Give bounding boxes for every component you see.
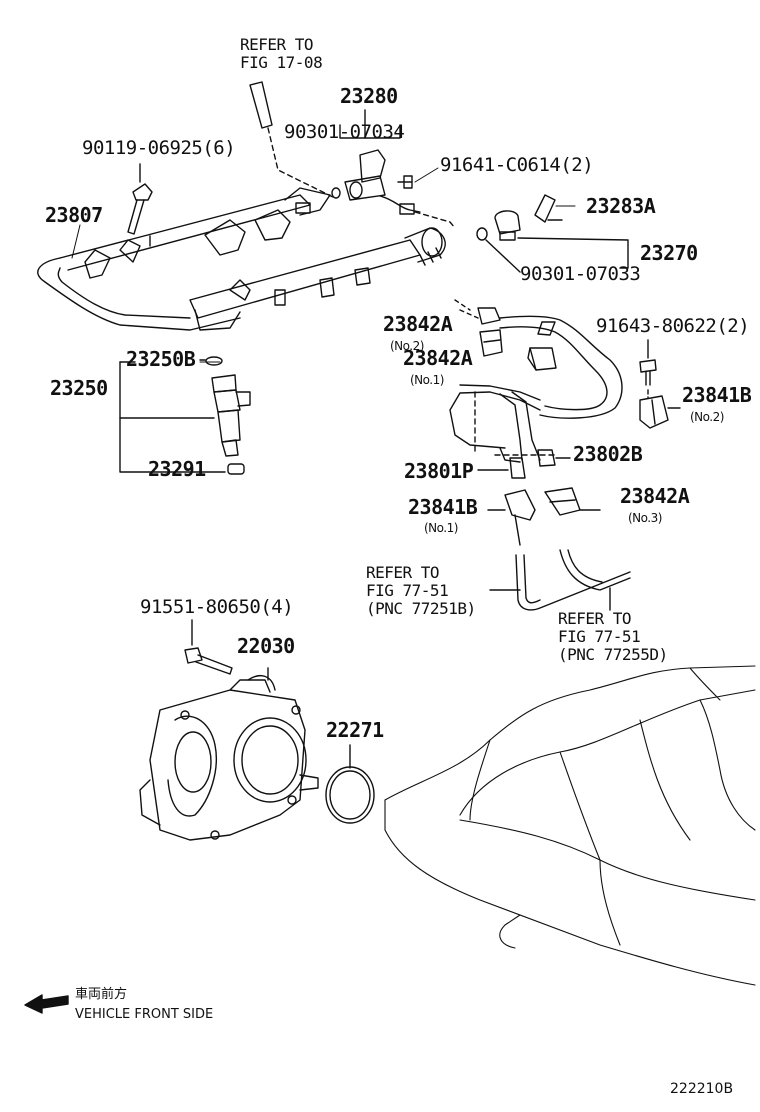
clamp-23842a-no1 bbox=[528, 348, 556, 370]
legend-japanese: 車両前方 bbox=[75, 987, 128, 1002]
label-23250b: 23250B bbox=[126, 347, 196, 371]
refer-77251b-line-3: (PNC 77251B) bbox=[366, 599, 476, 618]
refer-77251b-line-2: FIG 77-51 bbox=[366, 581, 449, 600]
label-91643: 91643-80622(2) bbox=[596, 315, 750, 337]
label-refer-77251b: REFER TO FIG 77-51 (PNC 77251B) bbox=[366, 564, 476, 618]
vehicle-front-arrow bbox=[25, 995, 68, 1013]
label-91551: 91551-80650(4) bbox=[140, 596, 294, 618]
label-91641: 91641-C0614(2) bbox=[440, 154, 594, 176]
refer-77255d-line-3: (PNC 77255D) bbox=[558, 645, 668, 664]
label-refer-fig-17-08: REFER TO FIG 17-08 bbox=[240, 35, 323, 72]
gasket-22271 bbox=[326, 745, 374, 823]
label-23841b-no1: 23841B bbox=[408, 495, 478, 519]
label-23807: 23807 bbox=[45, 203, 103, 227]
bolt-91551 bbox=[185, 620, 232, 674]
label-23250: 23250 bbox=[50, 376, 108, 400]
label-90301-07034: 90301-07034 bbox=[284, 121, 405, 143]
vehicle-front-legend: 車両前方 VEHICLE FRONT SIDE bbox=[75, 985, 213, 1025]
label-90301-07033: 90301-07033 bbox=[520, 263, 641, 285]
clamp-23842a-no3 bbox=[545, 488, 600, 515]
label-23283a: 23283A bbox=[586, 194, 656, 218]
bolt-90119 bbox=[128, 164, 152, 234]
pressure-regulator-23280 bbox=[332, 110, 455, 228]
label-no2-a: (No.2) bbox=[390, 339, 424, 353]
label-no1-a: (No.1) bbox=[410, 373, 444, 387]
pulsation-damper-23270 bbox=[477, 195, 628, 272]
label-23842a-no2: 23842A bbox=[383, 312, 453, 336]
label-22271: 22271 bbox=[326, 718, 384, 742]
fuel-tube bbox=[450, 300, 622, 462]
refer-77251b-line-1: REFER TO bbox=[366, 563, 440, 582]
diagram-code: 222210B bbox=[670, 1081, 734, 1097]
clamp-23842a-no2 bbox=[480, 330, 502, 356]
label-23842a-no3: 23842A bbox=[620, 484, 690, 508]
engine-outline bbox=[385, 666, 755, 985]
fuel-injector-23250 bbox=[120, 357, 250, 474]
bracket-23841b-no1 bbox=[488, 490, 535, 545]
refer-pipe-17-08 bbox=[250, 82, 335, 198]
refer-line-1: REFER TO bbox=[240, 35, 314, 54]
label-23801p: 23801P bbox=[404, 459, 474, 483]
label-23280: 23280 bbox=[340, 84, 398, 108]
label-no1-b: (No.1) bbox=[424, 521, 458, 535]
label-23842a-no1: 23842A bbox=[403, 346, 473, 370]
refer-line-2: FIG 17-08 bbox=[240, 53, 323, 72]
refer-77255d-line-2: FIG 77-51 bbox=[558, 627, 641, 646]
tubes-77-51 bbox=[490, 550, 630, 610]
throttle-body-22030 bbox=[140, 668, 318, 840]
connectors bbox=[475, 392, 570, 478]
label-22030: 22030 bbox=[237, 634, 295, 658]
legend-english: VEHICLE FRONT SIDE bbox=[75, 1007, 214, 1022]
label-refer-77255d: REFER TO FIG 77-51 (PNC 77255D) bbox=[558, 610, 668, 664]
label-23291: 23291 bbox=[148, 457, 206, 481]
label-no2-b: (No.2) bbox=[690, 410, 724, 424]
fuel-delivery-pipe bbox=[38, 188, 445, 330]
bolt-91643 bbox=[640, 340, 656, 398]
bracket-23841b-no2 bbox=[640, 396, 680, 428]
label-23802b: 23802B bbox=[573, 442, 643, 466]
leader-lines bbox=[72, 168, 575, 362]
label-90119: 90119-06925(6) bbox=[82, 137, 236, 159]
refer-77255d-line-1: REFER TO bbox=[558, 609, 632, 628]
label-23841b-no2: 23841B bbox=[682, 383, 752, 407]
label-no3: (No.3) bbox=[628, 511, 662, 525]
label-23270: 23270 bbox=[640, 241, 698, 265]
